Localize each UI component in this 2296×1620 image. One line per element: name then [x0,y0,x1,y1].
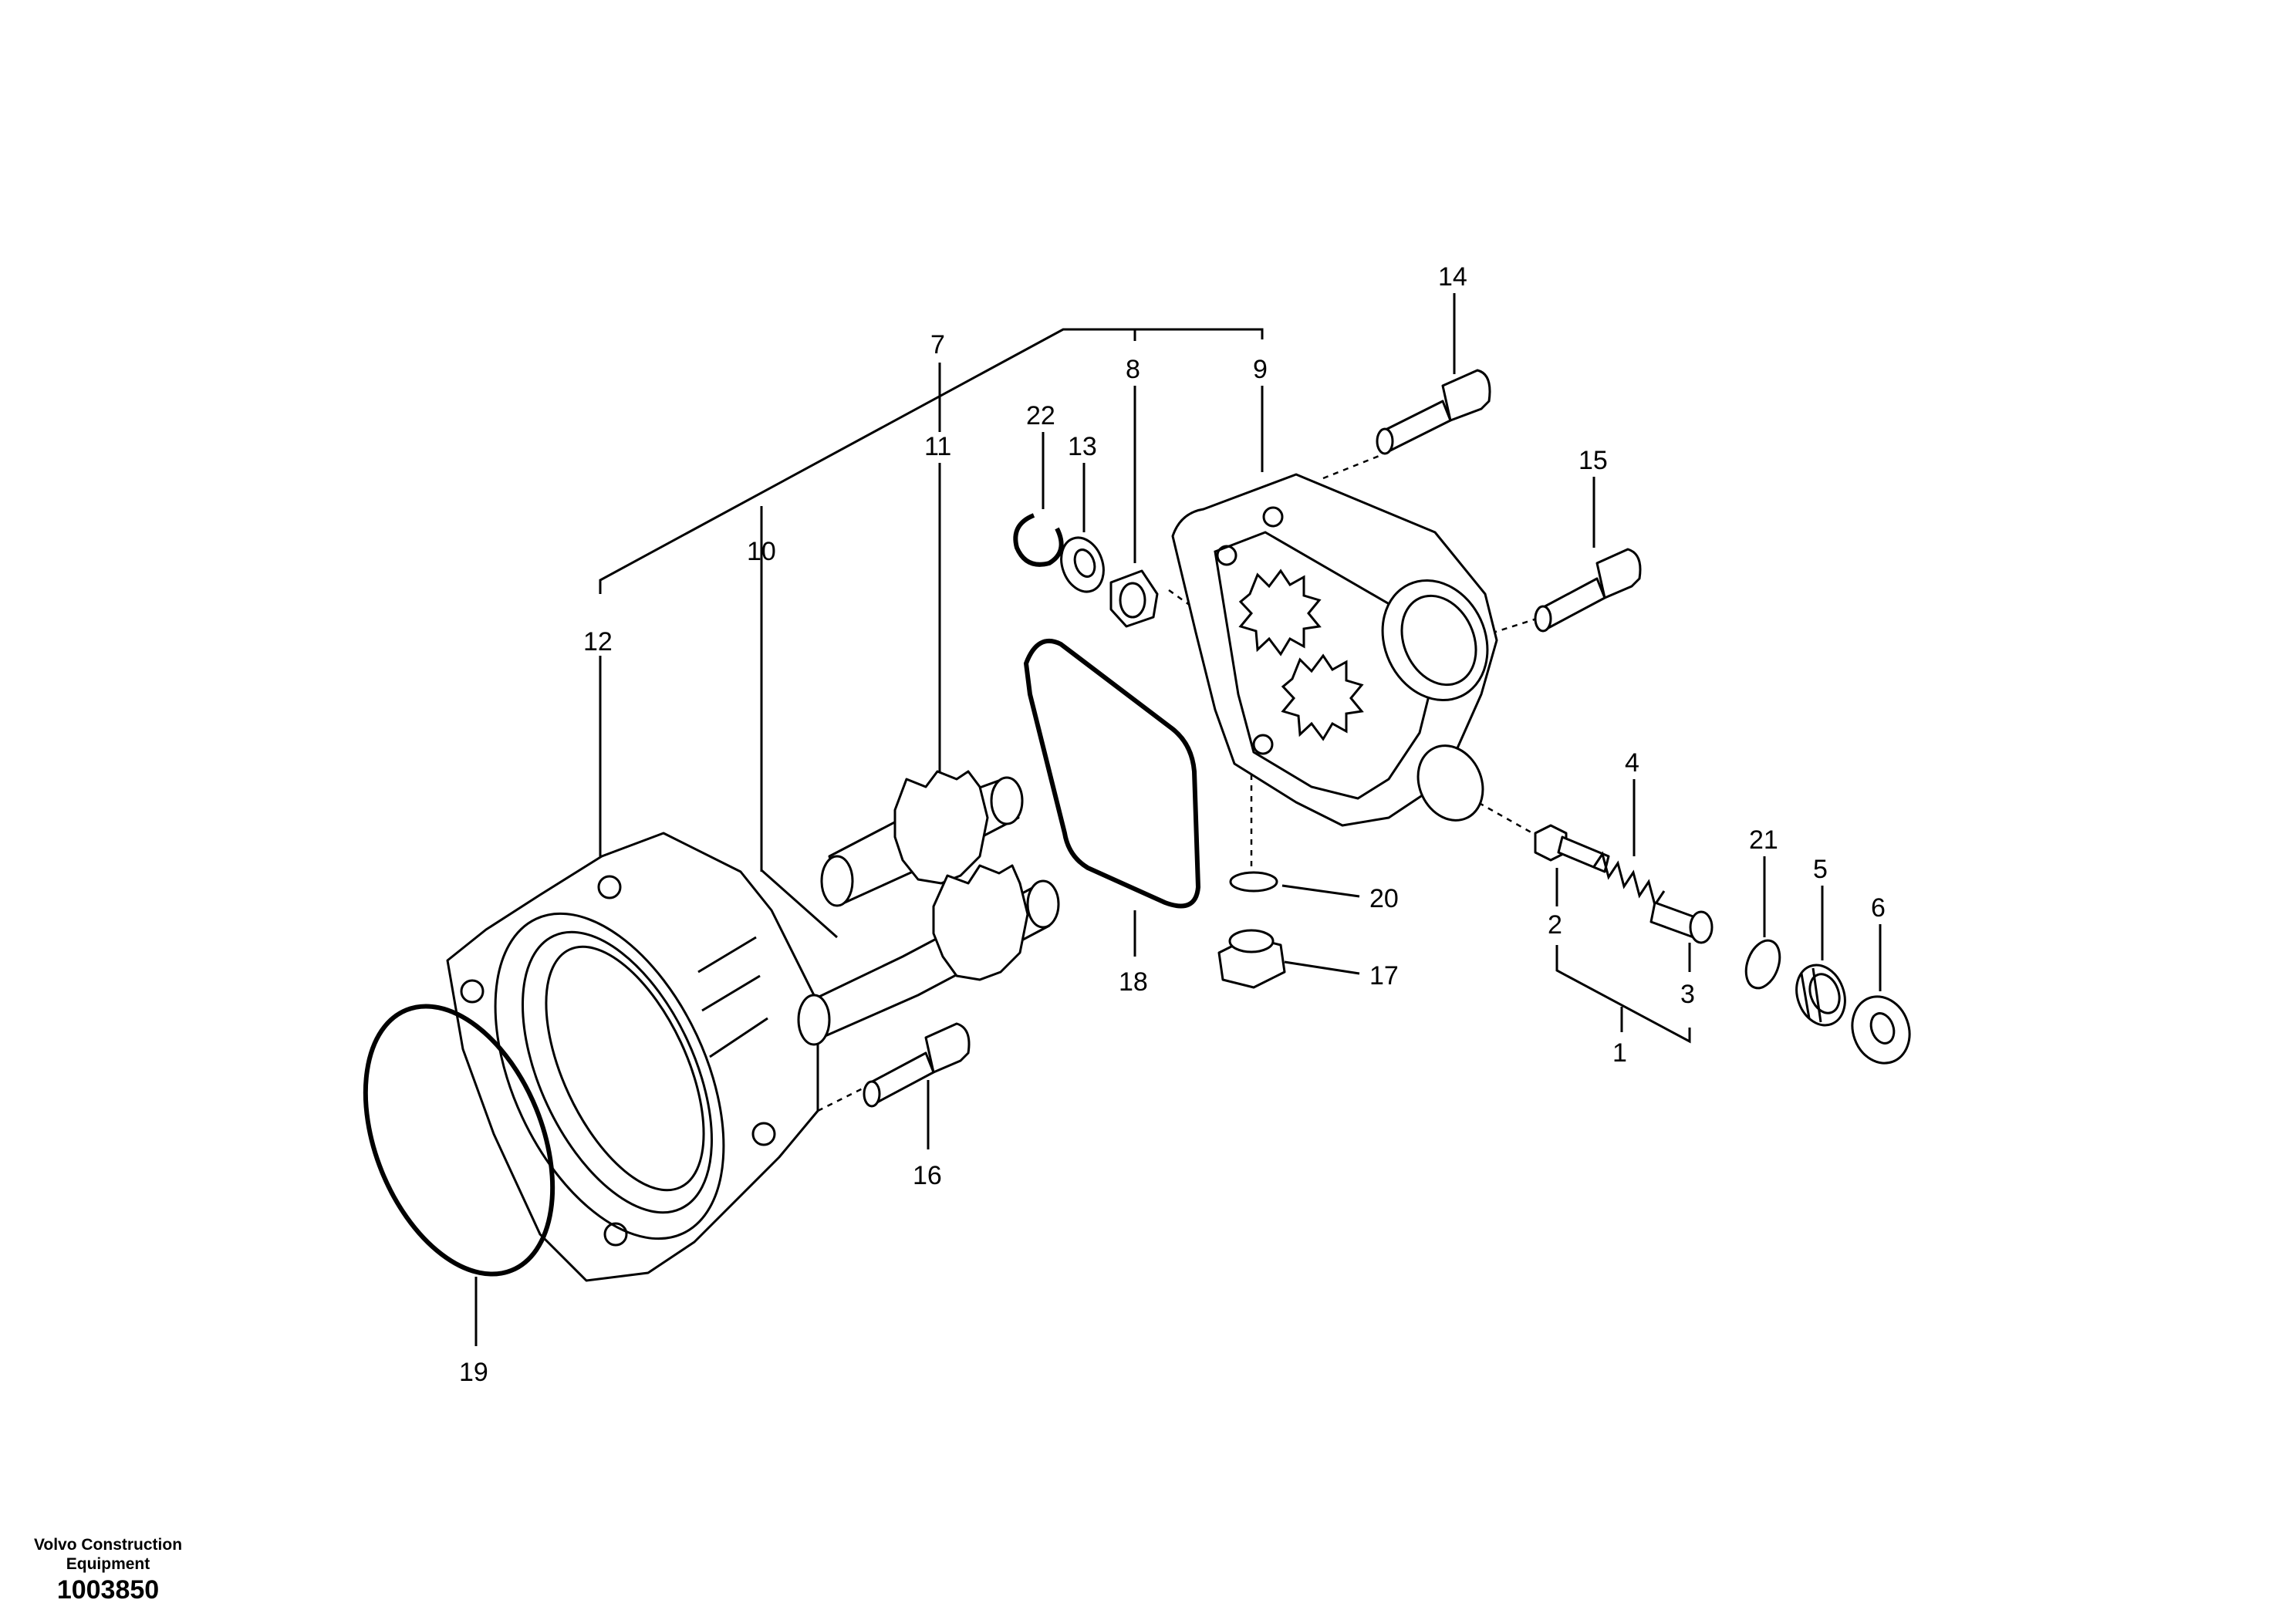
callout-19: 19 [459,1358,488,1387]
callout-5: 5 [1813,855,1828,884]
callout-11: 11 [924,432,951,461]
nut-6 [1851,995,1911,1065]
callout-14: 14 [1438,262,1467,292]
o-ring-19 [363,1004,555,1277]
alignment-lines [817,454,1542,1112]
callout-labels: 1 2 3 4 5 6 7 8 9 10 11 12 13 14 15 16 1… [459,262,1886,1387]
callout-3: 3 [1680,980,1695,1009]
bearing-13 [1060,536,1105,593]
plug-5 [1795,964,1846,1027]
retaining-ring-22 [1013,513,1064,567]
callout-2: 2 [1548,910,1562,940]
callout-17: 17 [1369,961,1399,991]
bolt-15 [1534,548,1642,633]
callout-12: 12 [583,627,613,656]
poppet-2 [1534,824,1610,873]
callout-18: 18 [1119,967,1148,997]
callout-21: 21 [1749,825,1778,855]
plug-17 [1217,929,1286,989]
gear-shafts [797,770,1060,1046]
callout-4: 4 [1625,748,1639,778]
pin-3 [1649,901,1714,944]
o-ring-18 [1023,639,1201,909]
bolt-14 [1376,369,1491,455]
callout-1: 1 [1612,1038,1627,1068]
callout-13: 13 [1068,432,1097,461]
callout-20: 20 [1369,884,1399,913]
o-ring-20 [1229,871,1278,893]
footer-company-name: Volvo Construction Equipment [33,1536,183,1573]
callout-22: 22 [1026,401,1055,430]
bolt-16 [863,1022,971,1108]
callout-15: 15 [1578,446,1608,475]
callout-16: 16 [913,1161,942,1190]
rear-pump-housing [446,832,819,1282]
callout-9: 9 [1253,355,1268,384]
front-cover [1171,473,1498,827]
plug-8 [1109,569,1159,628]
callout-10: 10 [747,537,776,566]
o-ring-21 [1744,939,1781,990]
leader-lines [474,293,1882,1346]
callout-8: 8 [1126,355,1140,384]
callout-7: 7 [930,330,945,359]
spring-4 [1592,851,1666,908]
callout-6: 6 [1871,893,1886,923]
footer-drawing-code: 1003850 [56,1575,160,1605]
